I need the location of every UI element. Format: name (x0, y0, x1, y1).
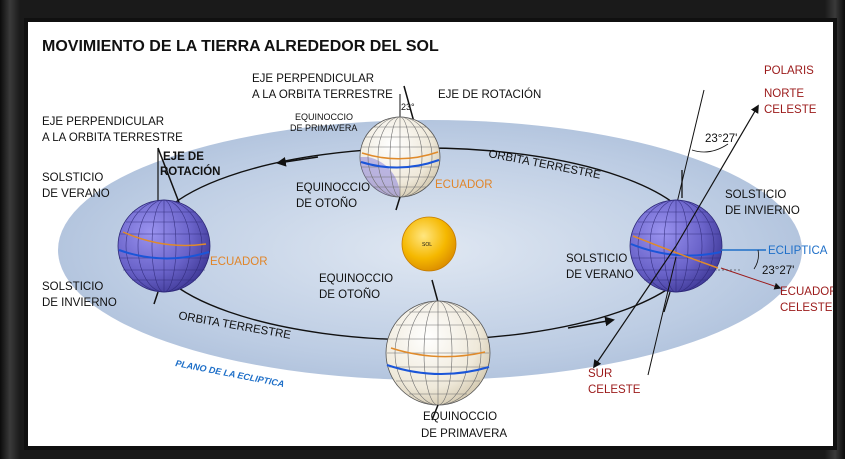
orbit-arrow-bottom (567, 316, 615, 329)
north-celestial-arrow (675, 104, 759, 247)
angle-arc-top (691, 143, 729, 153)
angle-arc-right (753, 249, 759, 270)
label-solsticio-verano-left-2: DE VERANO (42, 188, 110, 200)
label-23-small: 23° (401, 102, 415, 112)
label-solsticio-invierno-right-1: SOLSTICIO (725, 189, 786, 201)
label-sur-celeste-2: CELESTE (588, 384, 641, 396)
earth-top-equinox (359, 85, 441, 211)
earth-orbit-diagram: MOVIMIENTO DE LA TIERRA ALREDEDOR DEL SO… (42, 38, 833, 440)
label-norte-celeste-2: CELESTE (764, 104, 817, 116)
label-eje-perp-left-2: A LA ORBITA TERRESTRE (42, 132, 183, 144)
label-eje-perp-left-1: EJE PERPENDICULAR (42, 116, 164, 128)
diagram-panel: MOVIMIENTO DE LA TIERRA ALREDEDOR DEL SO… (24, 18, 837, 450)
label-angle-right: 23°27' (762, 265, 794, 277)
label-norte-celeste-1: NORTE (764, 88, 804, 100)
label-eje-perp-top-2: A LA ORBITA TERRESTRE (252, 89, 393, 101)
label-equinoccio-prim-bottom-1: EQUINOCCIO (423, 411, 497, 423)
label-rotacion: ROTACIÓN (160, 165, 220, 178)
label-equinoccio-otono-top-1: EQUINOCCIO (296, 182, 370, 194)
label-equinoccio-prim-top-2: DE PRIMAVERA (290, 123, 357, 133)
label-equinoccio-otono-bottom-2: DE OTOÑO (319, 288, 380, 301)
label-angle-top: 23°27' (705, 133, 737, 145)
south-celestial-arrow (593, 245, 677, 369)
label-eje-de: EJE DE (163, 151, 204, 163)
orbit-arrow-top (276, 156, 319, 167)
label-solsticio-verano-right-1: SOLSTICIO (566, 253, 627, 265)
label-solsticio-invierno-left-1: SOLSTICIO (42, 281, 103, 293)
label-equinoccio-prim-bottom-2: DE PRIMAVERA (421, 428, 507, 440)
label-ecuador-top: ECUADOR (435, 179, 493, 191)
label-equinoccio-otono-bottom-1: EQUINOCCIO (319, 273, 393, 285)
earth-bottom-equinox (385, 279, 491, 421)
celestial-equator-arrow (720, 267, 782, 290)
sun-label: SOL (422, 242, 432, 248)
label-ecuador-celeste-2: CELESTE (780, 302, 833, 314)
sun: SOL (401, 216, 457, 272)
label-solsticio-verano-left-1: SOLSTICIO (42, 172, 103, 184)
label-equinoccio-prim-top-1: EQUINOCCIO (295, 112, 353, 122)
label-equinoccio-otono-top-2: DE OTOÑO (296, 197, 357, 210)
label-ecliptica: ECLIPTICA (768, 245, 828, 257)
label-solsticio-invierno-right-2: DE INVIERNO (725, 205, 800, 217)
diagram-title: MOVIMIENTO DE LA TIERRA ALREDEDOR DEL SO… (42, 38, 439, 55)
label-ecuador-left: ECUADOR (210, 256, 268, 268)
label-sur-celeste-1: SUR (588, 368, 612, 380)
label-solsticio-invierno-left-2: DE INVIERNO (42, 297, 117, 309)
label-eje-rotacion-top: EJE DE ROTACIÓN (438, 88, 541, 101)
label-polaris: POLARIS (764, 65, 814, 77)
label-ecuador-celeste-1: ECUADOR (780, 286, 833, 298)
label-solsticio-verano-right-2: DE VERANO (566, 269, 634, 281)
label-eje-perp-top-1: EJE PERPENDICULAR (252, 73, 374, 85)
earth-left-solstice (117, 147, 211, 305)
